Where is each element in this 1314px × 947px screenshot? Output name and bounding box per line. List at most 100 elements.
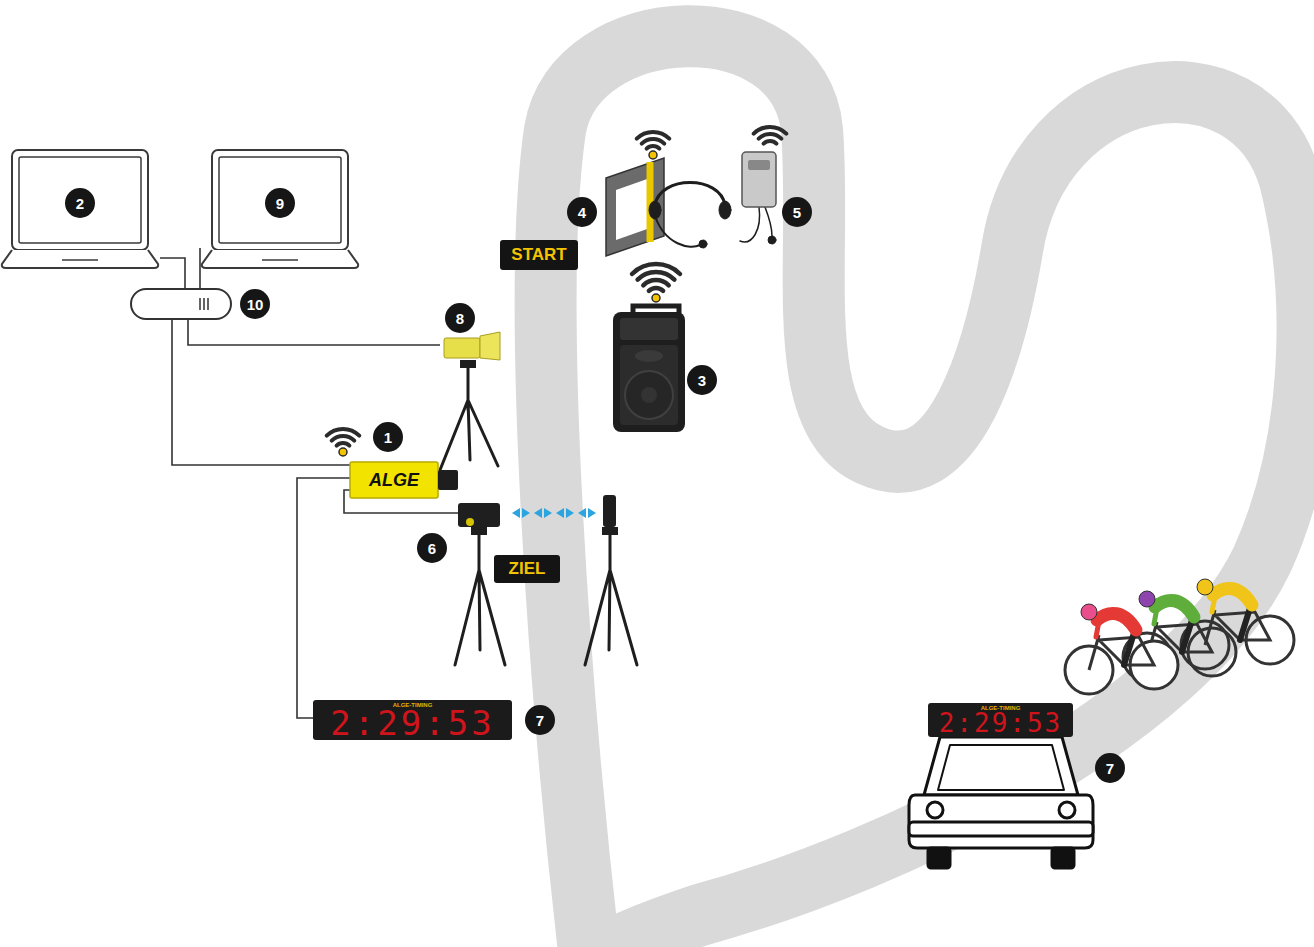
network-hub: 10 (130, 288, 272, 320)
car (909, 822, 1093, 836)
start-gate (616, 178, 650, 240)
cyclist (1197, 579, 1213, 595)
cyclist (1240, 608, 1250, 640)
cable-wire (160, 258, 185, 288)
laptop-base (2, 250, 158, 268)
light-beam (578, 508, 586, 518)
light-beam (522, 508, 530, 518)
wifi-symbol (337, 443, 350, 446)
cyclist (1212, 596, 1215, 612)
car (928, 848, 950, 868)
cyclist (1182, 620, 1192, 652)
timer-lens (438, 470, 458, 490)
display-board: ALGE-TIMING2:29:537 (928, 703, 1073, 737)
wifi-symbol (649, 151, 657, 159)
cyclist (1081, 604, 1097, 620)
photocell-body (444, 338, 480, 358)
wifi-symbol (649, 288, 663, 291)
loudspeaker (620, 318, 678, 340)
light-beam (512, 508, 596, 518)
headset-microphone (655, 216, 700, 247)
callout-number: 4 (567, 197, 597, 227)
loudspeaker (613, 312, 685, 432)
wifi-symbol (638, 272, 675, 280)
light-beam (566, 508, 574, 518)
car (909, 795, 1093, 848)
headset-microphone (719, 201, 731, 219)
zone-label: ZIEL (494, 555, 560, 583)
photocell-knob (466, 518, 474, 526)
laptop: 9 (200, 148, 360, 270)
tripod (455, 530, 505, 665)
tripod (585, 527, 637, 665)
laptop-screen (212, 150, 348, 250)
race-track (546, 36, 1308, 947)
photocell: 8 (440, 300, 502, 362)
callout-number: 9 (265, 188, 295, 218)
loudspeaker (635, 350, 663, 362)
headset-microphone (740, 207, 760, 242)
car (909, 737, 1093, 868)
headset-microphone (765, 207, 772, 236)
headset-microphone (655, 183, 725, 206)
cyclist (1124, 633, 1134, 665)
callout-number: 6 (417, 533, 447, 563)
loudspeaker (613, 306, 685, 432)
wifi-symbol (652, 294, 660, 302)
headset-microphone (748, 160, 770, 170)
callout-number: 5 (782, 197, 812, 227)
headset-microphone (768, 236, 776, 244)
headset-microphone (742, 152, 776, 207)
photocell-hood (480, 332, 500, 360)
laptop-display (19, 157, 141, 243)
light-beam (534, 508, 542, 518)
wifi-symbol (754, 127, 787, 134)
tripod (440, 365, 498, 470)
reflector (603, 495, 616, 527)
race-track (546, 36, 1308, 947)
photocell-outline (458, 503, 500, 527)
laptop-touchpad (262, 259, 298, 261)
cable-wire (172, 320, 350, 465)
headset-microphone (649, 152, 776, 248)
finish-tag: ZIEL (494, 555, 560, 583)
cyclist (1213, 588, 1252, 605)
callout-number: 10 (240, 289, 270, 319)
laptop: 2 (0, 148, 160, 270)
callout-number: 3 (687, 365, 717, 395)
start-gate (606, 158, 664, 256)
timer-body (350, 462, 438, 498)
callout-number: 1 (373, 422, 403, 452)
hub-ports (200, 298, 208, 310)
cable-wire (199, 248, 201, 288)
headset-microphone (699, 240, 707, 248)
cyclist (1065, 604, 1178, 694)
tripod (440, 360, 498, 470)
car (1059, 802, 1075, 818)
start-tag: START (500, 240, 578, 270)
cable-wire (297, 478, 350, 718)
display-board: ALGE-TIMING2:29:537 (313, 700, 512, 740)
cyclist (1096, 621, 1099, 637)
car (1052, 848, 1074, 868)
time-digits: 2:29:53 (313, 705, 512, 740)
laptop-base (202, 250, 358, 268)
callout-number: 2 (65, 188, 95, 218)
tripod (455, 527, 505, 665)
callout-number: 7 (525, 705, 555, 735)
laptop-touchpad (62, 259, 98, 261)
photocell: 6 (458, 503, 500, 527)
wifi-symbol (647, 146, 660, 149)
loudspeaker (625, 371, 673, 419)
light-beam (588, 508, 596, 518)
cyclist (1154, 608, 1157, 624)
zone-label: START (500, 240, 578, 270)
wifi-symbol (764, 141, 777, 144)
car (927, 802, 943, 818)
cable-wire (188, 320, 440, 345)
light-beam (512, 508, 520, 518)
wifi-symbol (637, 132, 670, 139)
light-beam (544, 508, 552, 518)
